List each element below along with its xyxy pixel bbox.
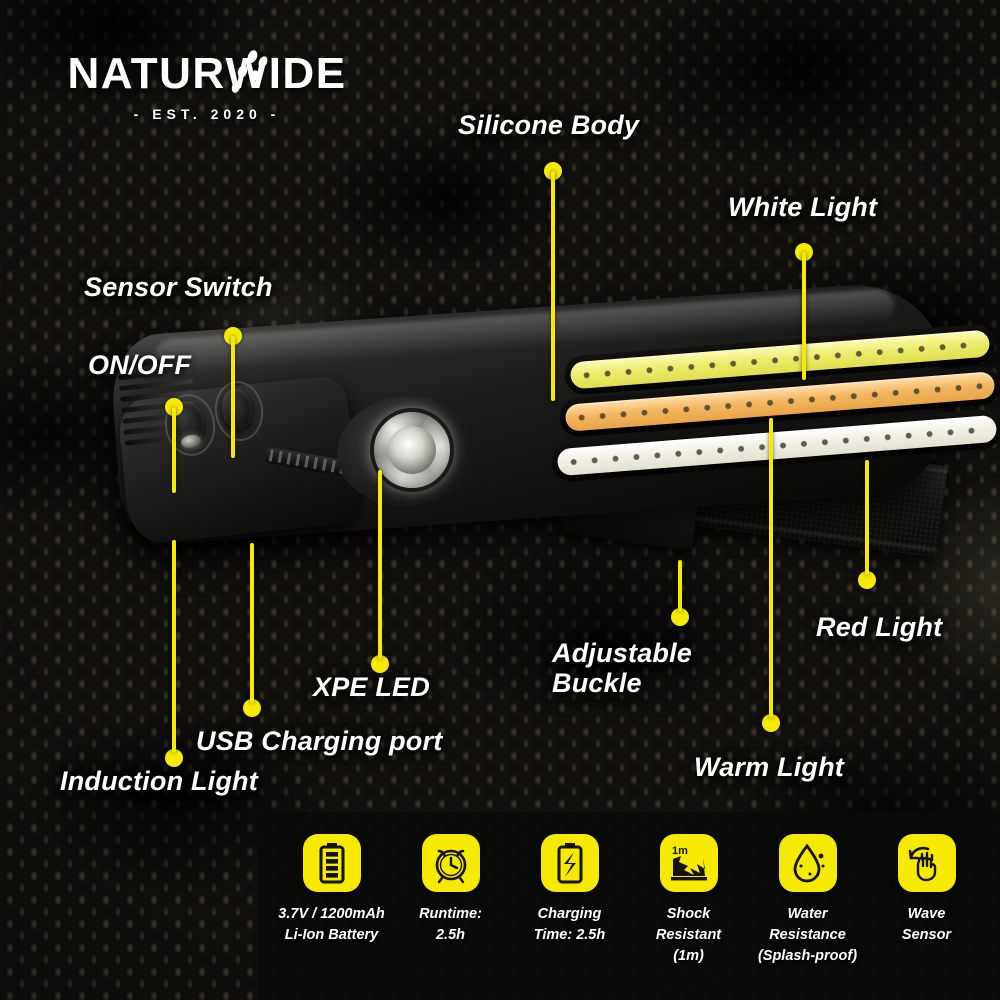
alarm-clock-icon — [421, 834, 480, 892]
callout-dot-usb-charging-port — [243, 699, 261, 717]
feature-spec-bar: 3.7V / 1200mAh Li-Ion Battery — [258, 812, 1000, 1000]
callout-dot-adjustable-buckle — [671, 608, 689, 626]
spec-item-charging: Charging Time: 2.5h — [510, 834, 629, 946]
spec-label-charging: Charging Time: 2.5h — [533, 906, 606, 944]
callout-line-induction-light — [172, 540, 176, 753]
callout-adjustable-buckle-line2: Buckle — [552, 668, 642, 699]
callout-usb-charging-port: USB Charging port — [196, 726, 443, 756]
callout-adjustable-buckle-line1: Adjustable — [552, 638, 693, 668]
callout-line-white-light — [802, 252, 806, 380]
callout-sensor-switch: Sensor Switch — [84, 272, 273, 302]
spec-label-water: Water Resistance (Splash-proof) — [757, 906, 858, 965]
water-drop-icon — [778, 834, 837, 892]
callout-warm-light: Warm Light — [694, 752, 844, 782]
wave-hand-icon — [897, 834, 956, 892]
callout-white-light: White Light — [728, 192, 878, 222]
xpe-led-reflector — [370, 408, 454, 492]
xpe-led-emitter — [388, 426, 436, 474]
callout-line-on-off — [172, 407, 176, 493]
callout-dot-induction-light — [165, 749, 183, 767]
spec-item-shock: 1m Shock Resistant (1m) — [629, 834, 748, 967]
callout-induction-light: Induction Light — [60, 766, 258, 796]
callout-line-usb-charging-port — [250, 543, 254, 703]
spec-label-battery: 3.7V / 1200mAh Li-Ion Battery — [278, 906, 385, 944]
battery-charging-icon — [540, 834, 599, 892]
callout-line-silicone-body — [551, 171, 555, 401]
spec-item-battery: 3.7V / 1200mAh Li-Ion Battery — [272, 834, 391, 946]
callout-dot-warm-light — [762, 714, 780, 732]
product-headlamp — [95, 279, 1000, 630]
callout-line-red-light — [865, 460, 869, 575]
brand-established: - EST. 2020 - — [133, 106, 281, 122]
spec-item-wave: Wave Sensor — [867, 834, 986, 946]
brand-logo-row: NATUR WIDE — [67, 48, 345, 100]
svg-text:1m: 1m — [672, 845, 688, 857]
spec-label-wave: Wave Sensor — [901, 906, 952, 944]
callout-xpe-led: XPE LED — [313, 672, 430, 702]
spec-label-runtime: Runtime: 2.5h — [419, 906, 482, 944]
callout-silicone-body: Silicone Body — [458, 110, 640, 140]
callout-dot-xpe-led — [371, 655, 389, 673]
spec-list: 3.7V / 1200mAh Li-Ion Battery — [258, 812, 1000, 1000]
brand-word-natur: NATUR — [67, 49, 226, 98]
shock-resistant-icon: 1m — [659, 834, 718, 892]
spec-item-water: Water Resistance (Splash-proof) — [748, 834, 867, 967]
callout-dot-red-light — [858, 571, 876, 589]
lamp-body — [108, 279, 1000, 547]
callout-line-warm-light — [769, 418, 773, 718]
battery-icon — [302, 834, 361, 892]
callout-adjustable-buckle: Adjustable Buckle — [552, 638, 692, 698]
callout-red-light: Red Light — [816, 612, 943, 642]
callout-line-adjustable-buckle — [678, 560, 682, 612]
callout-on-off: ON/OFF — [88, 350, 192, 380]
spec-item-runtime: Runtime: 2.5h — [391, 834, 510, 946]
brand-logo: NATUR WIDE - EST. 2020 - — [67, 48, 345, 122]
callout-line-sensor-switch — [231, 336, 235, 458]
spec-label-shock: Shock Resistant (1m) — [655, 906, 722, 965]
callout-line-xpe-led — [378, 470, 382, 659]
